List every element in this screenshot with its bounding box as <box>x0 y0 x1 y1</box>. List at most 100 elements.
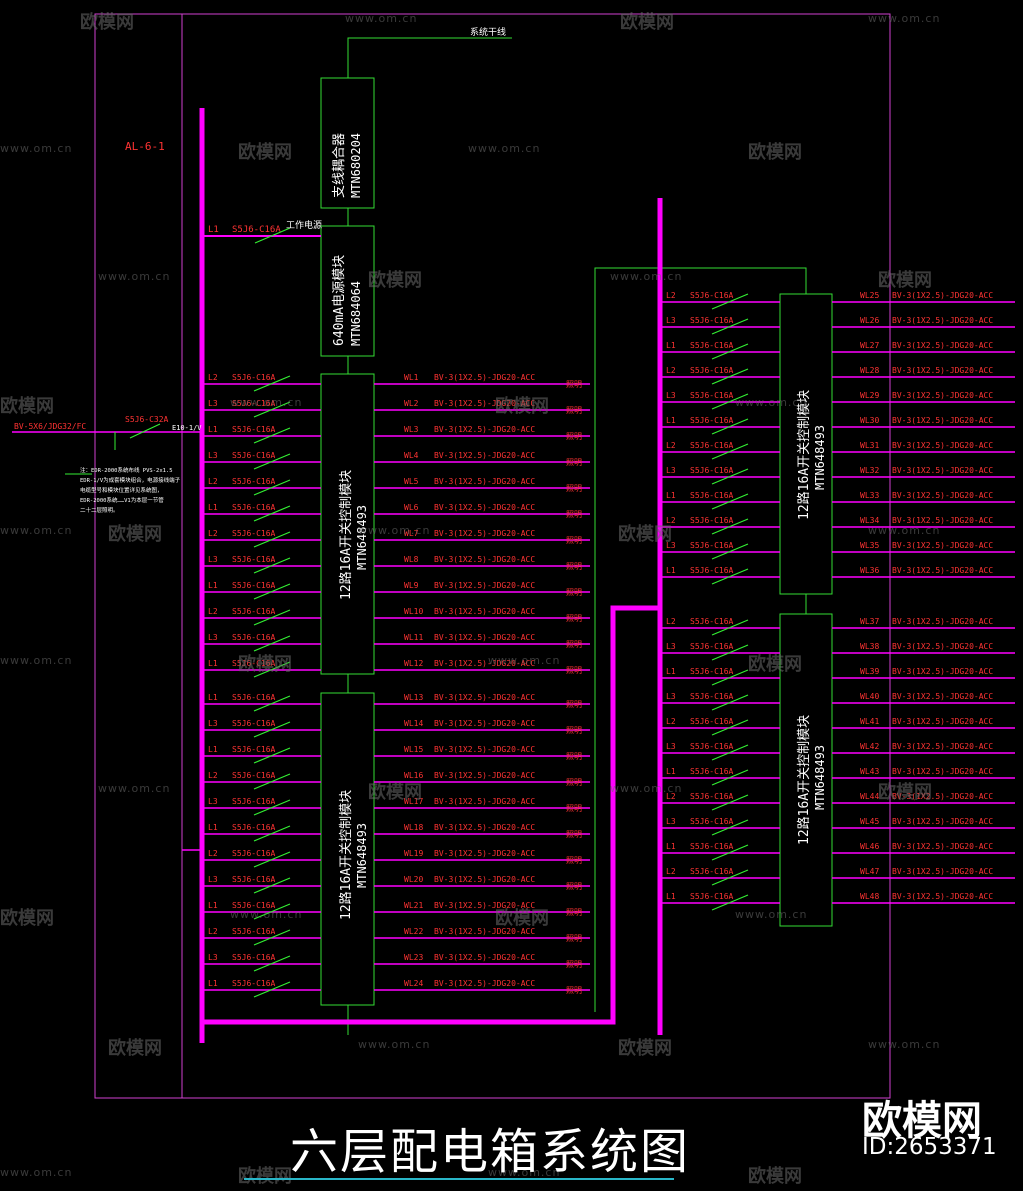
breaker-label: S5J6-C16A <box>690 792 734 801</box>
watermark-brand: 欧模网 <box>368 782 422 803</box>
load-label: 照明 <box>566 614 582 623</box>
watermark-brand: 欧模网 <box>495 908 549 929</box>
circuit-label: WL36 <box>860 566 879 575</box>
phase-label: L1 <box>208 823 218 832</box>
incoming-cable: BV-5X6/JDG32/FC <box>14 422 86 431</box>
circuit-label: WL34 <box>860 516 879 525</box>
work-power-label: 工作电源 <box>286 219 322 231</box>
phase-label: L2 <box>208 607 218 616</box>
watermark-url: www.om.cn <box>488 654 561 667</box>
circuit-label: WL10 <box>404 607 423 616</box>
brand-id: ID:2653371 <box>862 1134 997 1160</box>
load-label: 照明 <box>566 562 582 571</box>
watermark-url: www.om.cn <box>735 396 808 409</box>
phase-label: L2 <box>666 617 676 626</box>
cable-label: BV-3(1X2.5)-JDG20-ACC <box>892 717 993 726</box>
breaker-label: S5J6-C16A <box>690 466 734 475</box>
circuit-label: WL15 <box>404 745 423 754</box>
cable-label: BV-3(1X2.5)-JDG20-ACC <box>892 817 993 826</box>
switch-module-2-model: MTN648493 <box>355 823 369 888</box>
circuit-label: WL8 <box>404 555 419 564</box>
watermark-brand: 欧模网 <box>238 142 292 163</box>
watermark-url: www.om.cn <box>488 1166 561 1179</box>
breaker-symbol <box>711 744 749 761</box>
breaker-symbol <box>253 427 291 444</box>
power-module-name: 640mA电源模块 <box>332 255 347 346</box>
load-label: 照明 <box>566 986 582 995</box>
breaker-label: S5J6-C16A <box>232 425 276 434</box>
watermark-url: www.om.cn <box>868 12 941 25</box>
breaker-symbol <box>711 794 749 811</box>
incoming-note-2: EDR-1/V为成套模块组合，电源接线端子 <box>80 476 181 484</box>
cable-label: BV-3(1X2.5)-JDG20-ACC <box>434 555 535 564</box>
breaker-symbol <box>253 557 291 574</box>
phase-label: L2 <box>666 366 676 375</box>
cable-label: BV-3(1X2.5)-JDG20-ACC <box>434 581 535 590</box>
watermark-brand: 欧模网 <box>620 12 674 33</box>
feed-breaker-label: S5J6-C16A <box>232 225 281 235</box>
breaker-label: S5J6-C16A <box>690 767 734 776</box>
watermark-url: www.om.cn <box>345 12 418 25</box>
watermark-brand: 欧模网 <box>748 654 802 675</box>
phase-label: L1 <box>666 767 676 776</box>
cable-label: BV-3(1X2.5)-JDG20-ACC <box>892 667 993 676</box>
breaker-symbol <box>711 543 749 560</box>
phase-label: L1 <box>208 425 218 434</box>
breaker-symbol <box>711 844 749 861</box>
circuit-label: WL26 <box>860 316 879 325</box>
breaker-symbol <box>711 769 749 786</box>
coupler-module-name: 支线耦合器 <box>332 133 347 198</box>
phase-label: L1 <box>666 566 676 575</box>
breaker-label: S5J6-C16A <box>690 617 734 626</box>
breaker-label: S5J6-C16A <box>232 581 276 590</box>
watermark-url: www.om.cn <box>610 270 683 283</box>
breaker-symbol <box>253 903 291 920</box>
breaker-symbol <box>711 293 749 310</box>
circuit-label: WL29 <box>860 391 879 400</box>
load-label: 照明 <box>566 510 582 519</box>
cable-label: BV-3(1X2.5)-JDG20-ACC <box>892 491 993 500</box>
incoming-note-5: 二十二层照明。 <box>80 506 119 514</box>
feed-breaker-symbol <box>254 227 291 244</box>
phase-label: L1 <box>208 581 218 590</box>
watermark-url: www.om.cn <box>358 1038 431 1051</box>
cable-label: BV-3(1X2.5)-JDG20-ACC <box>892 566 993 575</box>
phase-label: L1 <box>666 416 676 425</box>
breaker-symbol <box>253 929 291 946</box>
circuit-label: WL11 <box>404 633 423 642</box>
breaker-label: S5J6-C16A <box>232 875 276 884</box>
cable-label: BV-3(1X2.5)-JDG20-ACC <box>892 391 993 400</box>
cable-label: BV-3(1X2.5)-JDG20-ACC <box>892 366 993 375</box>
watermark-url: www.om.cn <box>0 142 73 155</box>
load-label: 照明 <box>566 960 582 969</box>
breaker-label: S5J6-C16A <box>232 849 276 858</box>
trunk-line <box>347 37 512 78</box>
cable-label: BV-3(1X2.5)-JDG20-ACC <box>434 771 535 780</box>
phase-label: L3 <box>666 817 676 826</box>
load-label: 照明 <box>566 830 582 839</box>
circuit-label: WL24 <box>404 979 423 988</box>
watermark-url: www.om.cn <box>735 908 808 921</box>
watermark-url: www.om.cn <box>0 524 73 537</box>
load-label: 照明 <box>566 726 582 735</box>
watermark-brand: 欧模网 <box>108 1038 162 1059</box>
breaker-symbol <box>711 443 749 460</box>
breaker-symbol <box>711 719 749 736</box>
breaker-label: S5J6-C16A <box>690 516 734 525</box>
incoming-rcd: E10-1/V <box>172 424 202 432</box>
circuit-label: WL23 <box>404 953 423 962</box>
breaker-symbol <box>711 493 749 510</box>
breaker-symbol <box>253 955 291 972</box>
phase-label: L1 <box>666 491 676 500</box>
breaker-label: S5J6-C16A <box>232 901 276 910</box>
load-label: 照明 <box>566 484 582 493</box>
cable-label: BV-3(1X2.5)-JDG20-ACC <box>892 316 993 325</box>
load-label: 照明 <box>566 536 582 545</box>
breaker-symbol <box>711 518 749 535</box>
breaker-label: S5J6-C16A <box>690 316 734 325</box>
circuit-label: WL44 <box>860 792 879 801</box>
breaker-label: S5J6-C16A <box>232 633 276 642</box>
cable-label: BV-3(1X2.5)-JDG20-ACC <box>434 849 535 858</box>
breaker-label: S5J6-C16A <box>232 659 276 668</box>
circuit-label: WL46 <box>860 842 879 851</box>
